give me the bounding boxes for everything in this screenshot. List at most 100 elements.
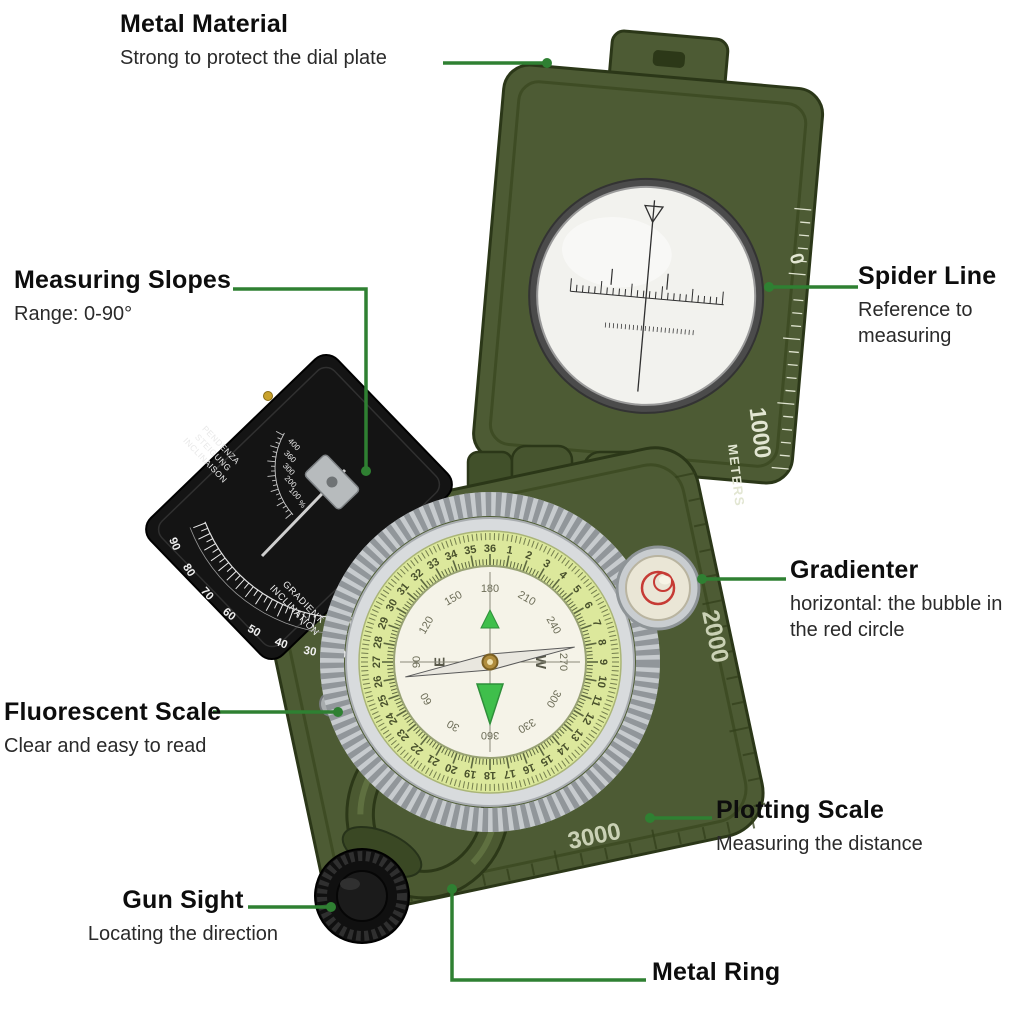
lid-ruler-tick bbox=[787, 363, 798, 367]
dial-outer-tick bbox=[365, 625, 373, 629]
dial-outer-tick bbox=[498, 533, 500, 541]
dial-tick bbox=[452, 752, 458, 764]
lid-ruler-tick bbox=[797, 247, 808, 250]
dial-outer-tick bbox=[421, 765, 426, 772]
dial-tick bbox=[549, 738, 554, 744]
callout-title: Spider Line bbox=[858, 262, 997, 290]
dial-outer-tick bbox=[546, 547, 552, 555]
plate-degree-label: 50 bbox=[245, 623, 262, 640]
dial-tick bbox=[434, 574, 440, 580]
dial-outer-tick bbox=[519, 780, 522, 788]
mirror-ruler-tick bbox=[660, 286, 664, 300]
dial-outer-tick bbox=[378, 722, 385, 727]
dial-outer-tick bbox=[462, 535, 466, 543]
dial-outer-tick bbox=[610, 682, 618, 685]
dial-outer-tick bbox=[593, 593, 600, 598]
dial-tick bbox=[573, 709, 584, 717]
body-edge-tick bbox=[506, 868, 511, 881]
dial-outer-tick bbox=[561, 760, 567, 767]
dial-tick bbox=[397, 704, 404, 708]
dial-outer-tick bbox=[378, 597, 385, 602]
dial-tick bbox=[529, 750, 533, 757]
leader-dot-spider-line bbox=[764, 282, 774, 292]
dial-outer-tick bbox=[382, 729, 390, 735]
dial-tick bbox=[429, 578, 434, 584]
dial-tick bbox=[522, 752, 528, 764]
dial-outer-tick bbox=[382, 589, 390, 595]
dial-tick bbox=[419, 735, 429, 746]
callout-title: Fluorescent Scale bbox=[4, 698, 222, 726]
dial-outer-tick bbox=[580, 743, 587, 749]
dial-outer-tick bbox=[557, 762, 563, 770]
callout-title: Measuring Slopes bbox=[14, 266, 232, 294]
dial-tick bbox=[457, 754, 461, 761]
dial-outer-tick bbox=[393, 575, 400, 581]
dial-tick bbox=[561, 726, 567, 732]
dial-outer-tick bbox=[502, 533, 504, 541]
plate-degree-tick bbox=[198, 533, 211, 540]
dial-tick bbox=[575, 707, 582, 711]
dial-tick bbox=[509, 756, 512, 763]
dial-tick bbox=[519, 754, 523, 761]
dial-tick bbox=[415, 590, 421, 595]
dial-tick bbox=[388, 624, 400, 630]
body-edge-tick bbox=[720, 650, 734, 655]
dial-tick bbox=[513, 755, 516, 763]
dial-tick bbox=[418, 731, 423, 737]
lid-scale-zero: 0 bbox=[785, 251, 808, 267]
dial-outer-tick bbox=[561, 557, 567, 564]
knob-highlight bbox=[340, 878, 360, 890]
level-red-circle-inner bbox=[653, 572, 673, 592]
plate-grade-tick bbox=[272, 484, 278, 487]
dial-outer-tick bbox=[425, 550, 430, 557]
callout-desc: Reference to measuring bbox=[858, 298, 973, 347]
dial-tick bbox=[441, 747, 445, 754]
mirror-ruler-tick bbox=[691, 288, 694, 302]
dial-outer-tick bbox=[361, 652, 369, 654]
body-edge-tick bbox=[726, 675, 739, 680]
mirror-ruler-tick bbox=[618, 288, 621, 296]
dial-tick bbox=[406, 591, 417, 601]
dial-tick bbox=[475, 758, 477, 765]
dial-outer-tick bbox=[476, 533, 478, 541]
gun-sight-knob[interactable] bbox=[314, 817, 429, 944]
plate-grade-tick bbox=[267, 460, 276, 463]
lid-ruler-tick bbox=[792, 312, 803, 315]
mirror-ruler-tick bbox=[642, 290, 645, 298]
dial-tick bbox=[461, 562, 464, 569]
dial-mils-label: 29 bbox=[376, 615, 391, 631]
dial-tick bbox=[426, 738, 431, 744]
dial-outer-tick bbox=[428, 547, 434, 555]
dial-outer-tick bbox=[611, 670, 619, 672]
dial-outer-tick bbox=[590, 729, 598, 735]
dial-tick bbox=[543, 576, 549, 582]
body-edge-tick bbox=[530, 863, 536, 876]
dial-outer-tick bbox=[373, 715, 381, 719]
dial-outer-tick bbox=[367, 699, 375, 703]
body-edge-tick bbox=[693, 522, 707, 528]
lid-sight-slot bbox=[652, 50, 686, 68]
dial-mils-label: 2 bbox=[524, 549, 534, 562]
plate-degree-tick bbox=[219, 557, 226, 563]
dial-outer-tick bbox=[610, 639, 618, 642]
dial-outer-tick bbox=[417, 554, 423, 562]
brass-rivet bbox=[263, 391, 273, 401]
mirror-ruler-tick bbox=[721, 291, 724, 305]
dial-tick bbox=[404, 715, 410, 721]
mirror-ruler-tick bbox=[685, 294, 687, 302]
dial-tick bbox=[394, 697, 401, 702]
dial-tick bbox=[535, 747, 539, 754]
dial-outer-tick bbox=[380, 726, 387, 731]
callout-title: Gun Sight bbox=[122, 886, 244, 914]
dial-outer-tick bbox=[611, 674, 619, 676]
leader-lines bbox=[213, 58, 858, 982]
mirror-ruler-tick bbox=[612, 287, 614, 296]
callout-measuring-slopes: Measuring Slopes Range: 0-90° bbox=[14, 266, 244, 327]
dial-outer-tick bbox=[400, 749, 406, 756]
body-edge-tick bbox=[579, 852, 585, 866]
dial-tick bbox=[583, 636, 591, 639]
dial-outer-tick bbox=[605, 621, 613, 625]
dial-tick bbox=[452, 560, 458, 572]
